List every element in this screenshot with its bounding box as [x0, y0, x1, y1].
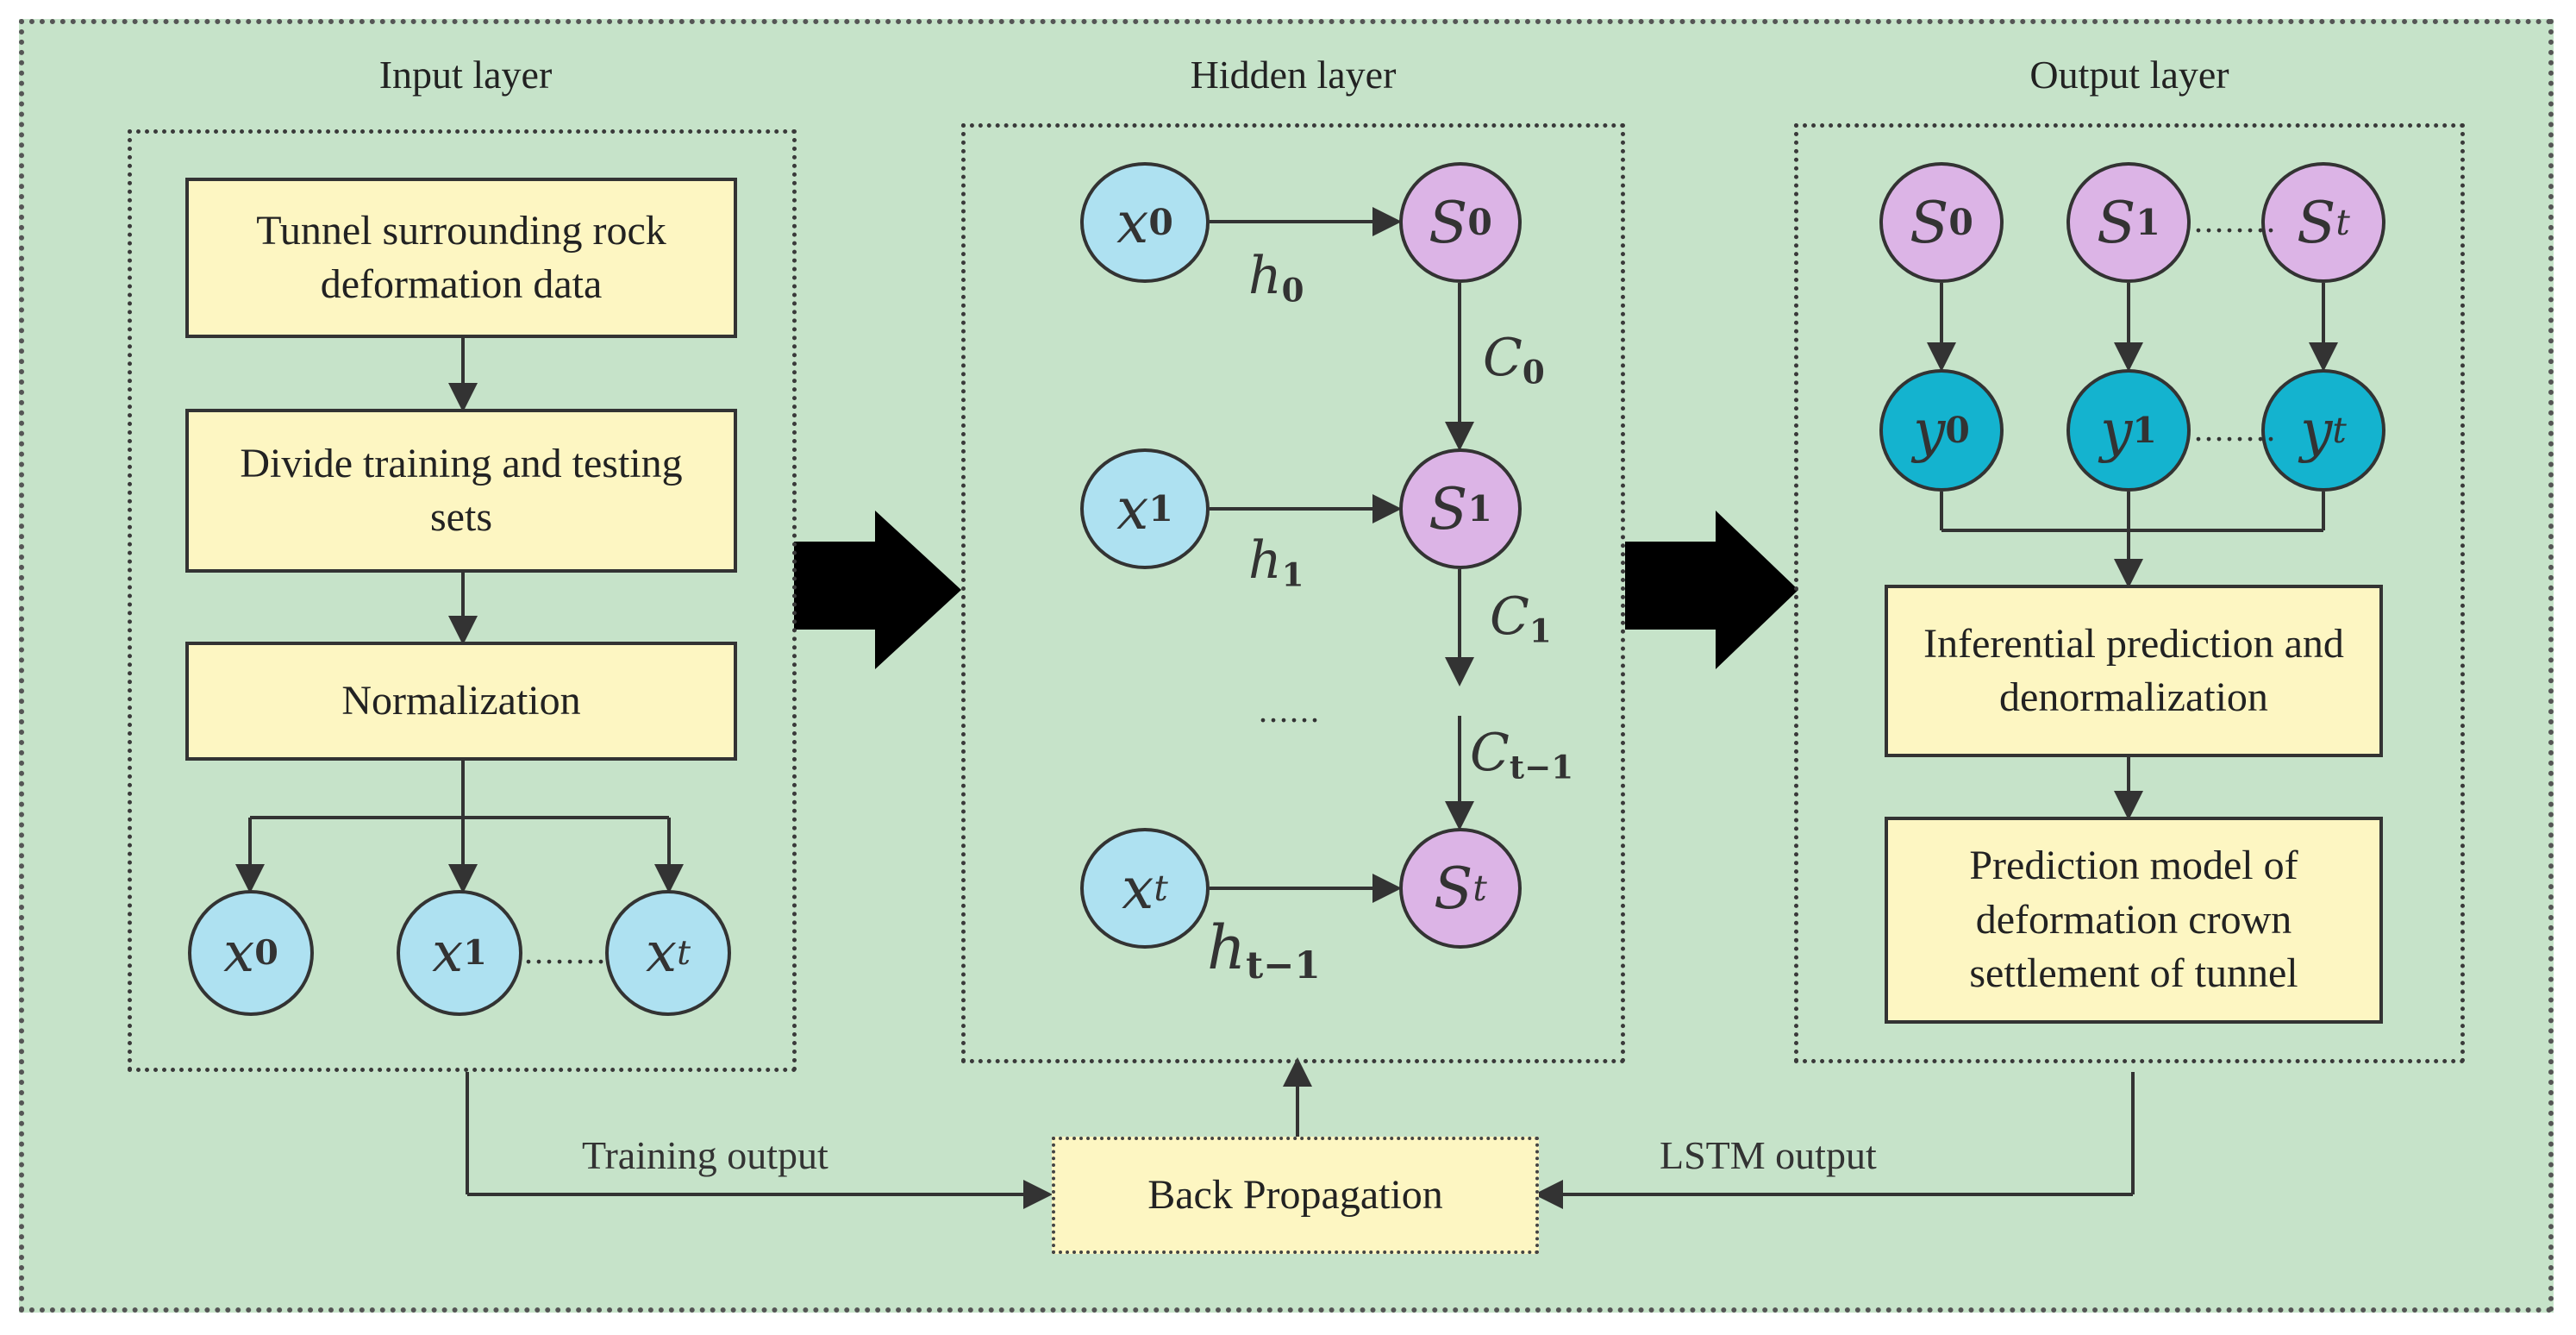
input-layer-title: Input layer: [378, 53, 553, 97]
ct-1-label: Ct−1: [1470, 723, 1574, 787]
normalization-box: Normalization: [185, 642, 737, 761]
hidden-ellipsis: ......: [1259, 691, 1321, 730]
divide-sets-box: Divide training and testing sets: [185, 409, 737, 573]
h1-label: h1: [1248, 530, 1304, 594]
input-layer-panel: [128, 129, 797, 1072]
rock-deformation-data-box: Tunnel surrounding rock deformation data: [185, 178, 737, 338]
training-output-label: Training output: [582, 1133, 828, 1177]
back-propagation-box: Back Propagation: [1052, 1137, 1539, 1254]
ht-1-label: ht−1: [1207, 912, 1321, 987]
inference-denormalization-box: Inferential prediction and denormalizati…: [1885, 585, 2383, 757]
output-layer-title: Output layer: [2029, 53, 2229, 97]
prediction-model-box: Prediction model of deformation crown se…: [1885, 817, 2383, 1024]
hidden-layer-panel: [961, 123, 1625, 1063]
output-layer-panel: [1794, 123, 2465, 1063]
big-arrow-input-to-hidden: [794, 511, 961, 669]
c1-label: C1: [1490, 586, 1552, 650]
output-y-connector-dots: ........: [2194, 410, 2277, 448]
input-connector-dots: ........: [524, 932, 607, 971]
h0-label: h0: [1248, 246, 1304, 310]
output-s-connector-dots: ........: [2194, 201, 2277, 240]
c0-label: C0: [1483, 328, 1545, 392]
lstm-output-label: LSTM output: [1660, 1133, 1877, 1177]
hidden-layer-title: Hidden layer: [1190, 53, 1397, 97]
big-arrow-hidden-to-output: [1625, 511, 1798, 669]
